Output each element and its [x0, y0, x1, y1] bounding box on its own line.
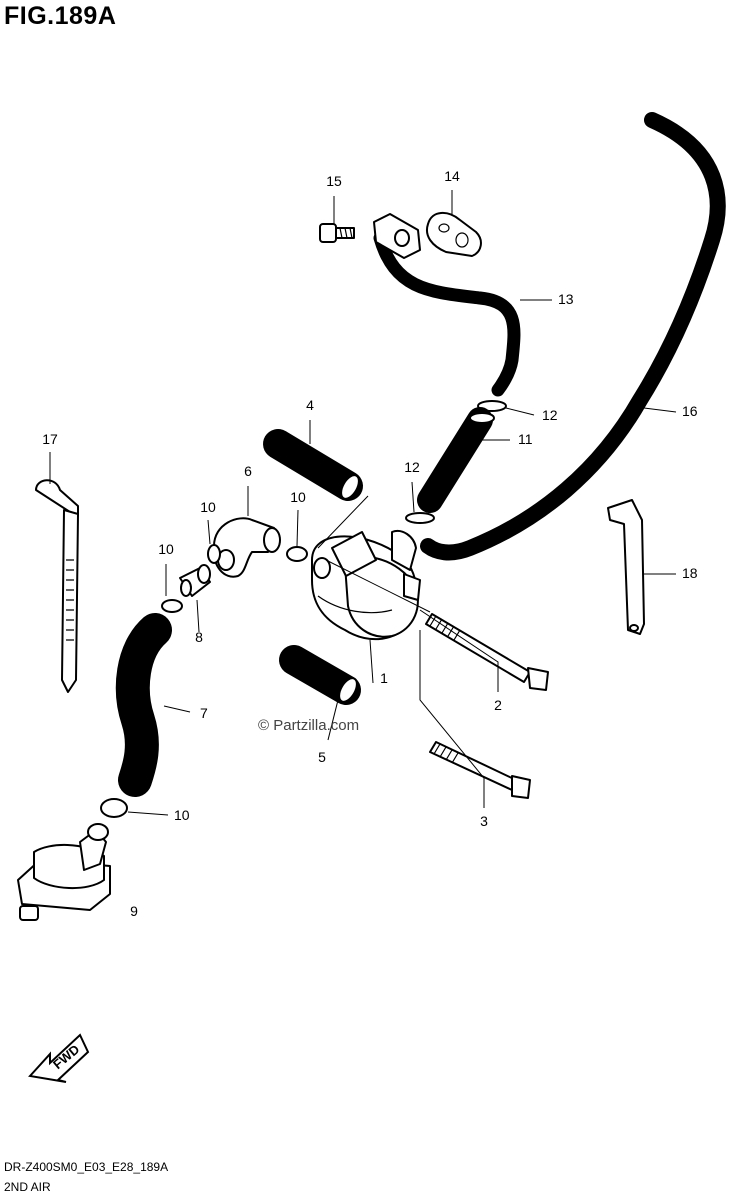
- callout-label-6: 6: [244, 463, 252, 479]
- figure-title: FIG.189A: [4, 2, 117, 30]
- callout-label-12: 12: [542, 407, 558, 423]
- callout-leader-16: [643, 407, 677, 413]
- fwd-arrow-icon: FWD: [28, 1033, 90, 1083]
- part-16-long-hose: [420, 112, 726, 561]
- callout-label-14: 14: [444, 168, 460, 184]
- callout-label-11: 11: [518, 431, 533, 447]
- callout-label-12: 12: [404, 459, 420, 475]
- part-1-reed-valve: [311, 530, 421, 641]
- callout-leader-12: [505, 407, 535, 416]
- callout-label-15: 15: [326, 173, 342, 189]
- part-10-clip-b: [207, 544, 221, 564]
- part-11-hose: [417, 407, 495, 513]
- part-4-hose: [263, 429, 363, 501]
- part-10-clip-a: [161, 599, 183, 613]
- callout-label-5: 5: [318, 749, 326, 765]
- callout-leader-3: [419, 630, 485, 808]
- part-18-bracket: [607, 499, 645, 635]
- callout-label-10: 10: [290, 489, 306, 505]
- part-2-bolt: [425, 613, 549, 691]
- part-13-air-pipe: [373, 213, 521, 397]
- assembly-leader-0: [317, 495, 369, 549]
- part-7-lower-hose: [115, 613, 172, 797]
- callout-leader-5: [327, 699, 339, 741]
- callout-label-1: 1: [380, 670, 388, 686]
- part-6-elbow: [212, 517, 281, 578]
- callout-leader-1: [369, 639, 374, 684]
- callout-leader-12: [411, 481, 415, 513]
- callout-label-7: 7: [200, 705, 208, 721]
- callout-leader-10: [296, 509, 299, 547]
- callout-label-18: 18: [682, 565, 698, 581]
- callout-label-8: 8: [195, 629, 203, 645]
- section-name: 2ND AIR: [4, 1180, 51, 1194]
- part-10-clip-c: [286, 546, 308, 562]
- callout-label-9: 9: [130, 903, 138, 919]
- callout-label-13: 13: [558, 291, 574, 307]
- part-15-bolt: [319, 223, 355, 243]
- part-8-fitting: [179, 564, 211, 597]
- part-14-gasket: [426, 212, 482, 257]
- part-10-clip-d: [100, 798, 128, 818]
- callout-leader-8: [196, 599, 200, 633]
- callout-label-10: 10: [200, 499, 216, 515]
- callout-leader-10: [127, 811, 169, 816]
- part-12-clamp-lower: [405, 512, 435, 524]
- callout-label-16: 16: [682, 403, 698, 419]
- callout-label-2: 2: [494, 697, 502, 713]
- part-3-bolt: [429, 741, 531, 799]
- callout-leader-2: [419, 609, 499, 692]
- part-9-air-filter: [17, 823, 111, 921]
- callout-label-3: 3: [480, 813, 488, 829]
- assembly-leader-1: [325, 559, 431, 613]
- part-17-cable-tie: [35, 479, 79, 693]
- callout-leader-10: [207, 519, 211, 545]
- callout-label-10: 10: [174, 807, 190, 823]
- watermark: © Partzilla.com: [258, 717, 360, 734]
- part-5-hose: [279, 645, 361, 705]
- callout-label-4: 4: [306, 397, 314, 413]
- callout-leader-7: [163, 705, 191, 713]
- callout-label-17: 17: [42, 431, 58, 447]
- diagram-code: DR-Z400SM0_E03_E28_189A: [4, 1160, 169, 1174]
- callout-label-10: 10: [158, 541, 174, 557]
